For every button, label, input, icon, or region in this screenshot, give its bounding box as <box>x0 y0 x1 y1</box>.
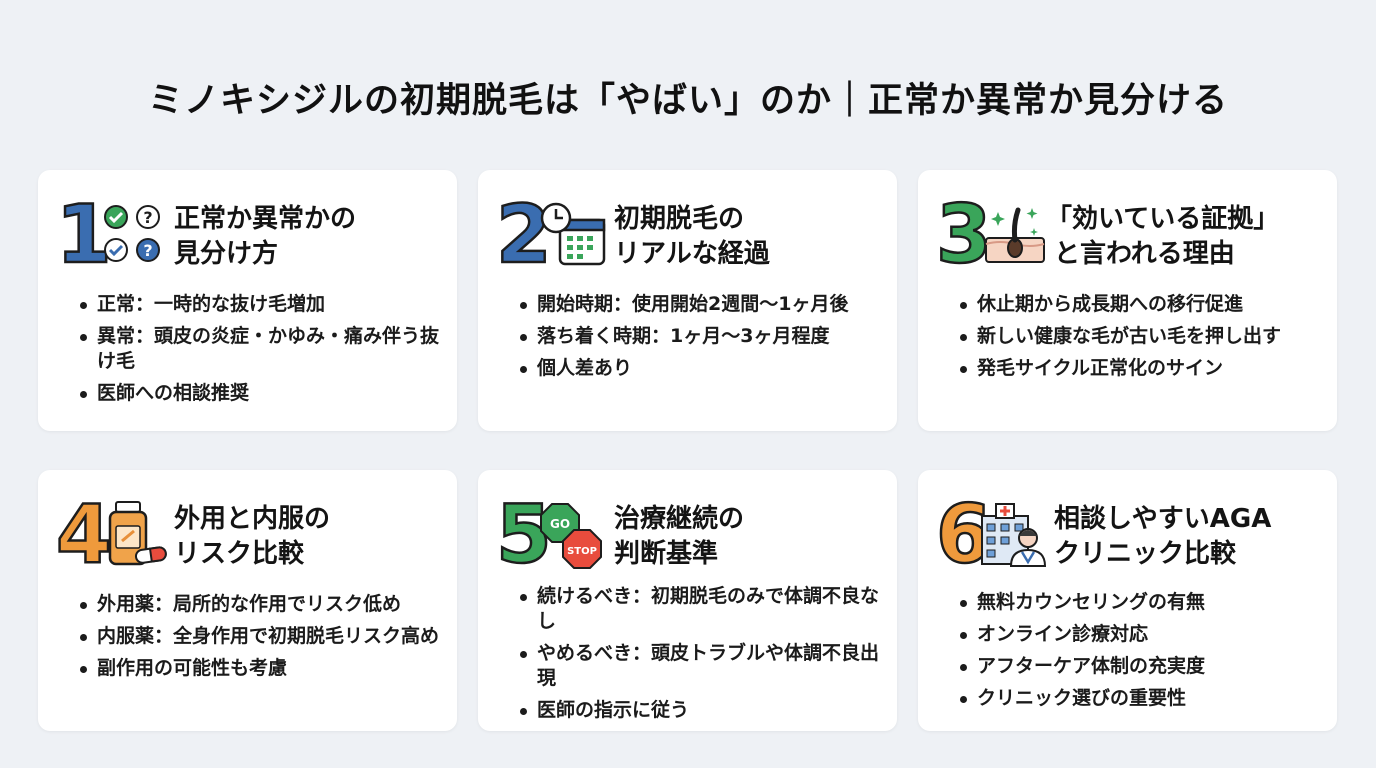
card-heading: 相談しやすいAGA クリニック比較 <box>1054 504 1272 569</box>
list-item: 新しい健康な毛が古い毛を押し出す <box>958 324 1328 349</box>
list-item: 発毛サイクル正常化のサイン <box>958 356 1328 381</box>
go-label: GO <box>550 517 570 531</box>
list-item: アフターケア体制の充実度 <box>958 654 1328 679</box>
list-item: クリニック選びの重要性 <box>958 686 1328 711</box>
card-heading: 「効いている証拠」 と言われる理由 <box>1046 204 1280 269</box>
go-stop-sign-icon: GO STOP <box>540 503 602 569</box>
page-title: ミノキシジルの初期脱毛は「やばい」のか｜正常か異常か見分ける <box>147 81 1228 121</box>
card-clinic: 6 相談しやすいAGA クリニック比較 無料カウンセリングの有無 オンライン診療… <box>918 470 1337 731</box>
card-list: 休止期から成長期への移行促進 新しい健康な毛が古い毛を押し出す 発毛サイクル正常… <box>958 292 1328 388</box>
card-reason: 3 「効いている証拠」 と言われる理由 休止期から成長期への移行促進 新しい健康… <box>918 170 1337 431</box>
card-number: 1 <box>55 188 113 281</box>
list-item: 外用薬：局所的な作用でリスク低め <box>78 592 448 617</box>
list-item: 医師の指示に従う <box>518 698 888 723</box>
list-item: 個人差あり <box>518 356 888 381</box>
card-risk: 4 外用と内服の リスク比較 外用薬：局所的な作用でリスク低め 内服薬：全身作用… <box>38 470 457 731</box>
list-item: 無料カウンセリングの有無 <box>958 590 1328 615</box>
medicine-bottle-icon <box>108 501 167 566</box>
hair-follicle-icon <box>985 207 1045 263</box>
card-judgement: 1 ? ? 正常か異常かの 見分け方 正常：一時的な抜け毛増加 異常：頭皮の炎症… <box>38 170 457 431</box>
list-item: オンライン診療対応 <box>958 622 1328 647</box>
clinic-doctor-icon <box>981 503 1047 567</box>
card-number: 4 <box>55 488 113 581</box>
list-item: 開始時期：使用開始2週間〜1ヶ月後 <box>518 292 888 317</box>
list-item: やめるべき：頭皮トラブルや体調不良出現 <box>518 641 888 691</box>
card-heading: 外用と内服の リスク比較 <box>174 504 331 569</box>
check-question-icon: ? ? <box>104 205 160 262</box>
card-list: 続けるべき：初期脱毛のみで体調不良なし やめるべき：頭皮トラブルや体調不良出現 … <box>518 584 888 730</box>
card-progress: 2 初期脱毛の リアルな経過 開始時期：使用開始2週間〜1ヶ月後 落ち着く時期：… <box>478 170 897 431</box>
stop-label: STOP <box>567 546 597 557</box>
card-number: 3 <box>935 188 993 281</box>
card-heading: 正常か異常かの 見分け方 <box>174 204 357 269</box>
card-list: 正常：一時的な抜け毛増加 異常：頭皮の炎症・かゆみ・痛み伴う抜け毛 医師への相談… <box>78 292 448 413</box>
clock-calendar-icon <box>540 202 606 266</box>
svg-text:?: ? <box>143 208 152 227</box>
list-item: 正常：一時的な抜け毛増加 <box>78 292 448 317</box>
list-item: 休止期から成長期への移行促進 <box>958 292 1328 317</box>
list-item: 異常：頭皮の炎症・かゆみ・痛み伴う抜け毛 <box>78 324 448 374</box>
card-heading: 治療継続の 判断基準 <box>614 504 745 569</box>
card-list: 外用薬：局所的な作用でリスク低め 内服薬：全身作用で初期脱毛リスク高め 副作用の… <box>78 592 448 688</box>
list-item: 内服薬：全身作用で初期脱毛リスク高め <box>78 624 448 649</box>
list-item: 続けるべき：初期脱毛のみで体調不良なし <box>518 584 888 634</box>
card-criteria: 5 GO STOP 治療継続の 判断基準 続けるべき：初期脱毛のみで体調不良なし… <box>478 470 897 731</box>
list-item: 副作用の可能性も考慮 <box>78 656 448 681</box>
card-list: 開始時期：使用開始2週間〜1ヶ月後 落ち着く時期：1ヶ月〜3ヶ月程度 個人差あり <box>518 292 888 388</box>
svg-text:?: ? <box>143 241 152 260</box>
card-number: 2 <box>495 188 553 281</box>
list-item: 落ち着く時期：1ヶ月〜3ヶ月程度 <box>518 324 888 349</box>
card-heading: 初期脱毛の リアルな経過 <box>614 204 770 269</box>
list-item: 医師への相談推奨 <box>78 381 448 406</box>
card-list: 無料カウンセリングの有無 オンライン診療対応 アフターケア体制の充実度 クリニッ… <box>958 590 1328 718</box>
